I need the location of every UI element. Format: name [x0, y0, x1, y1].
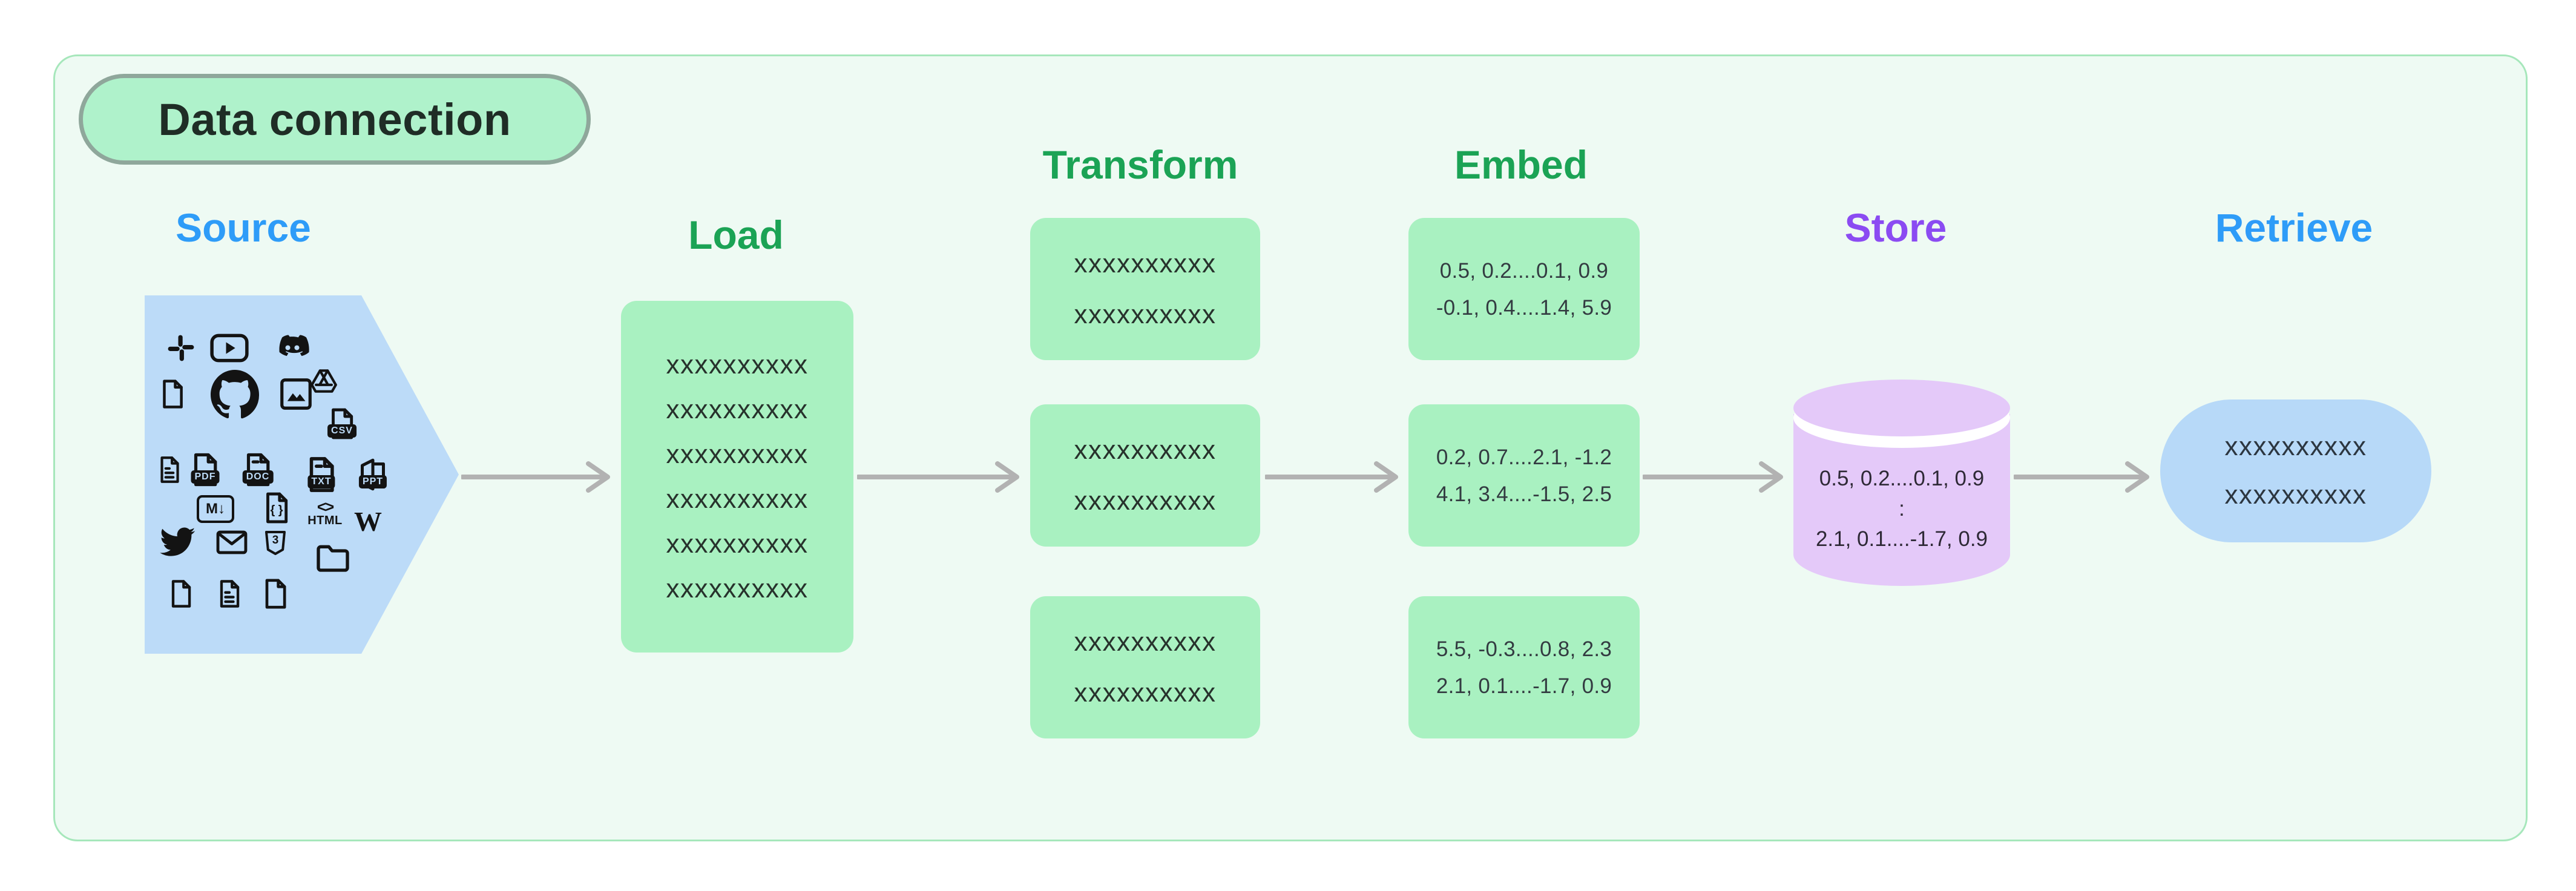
box-line: xxxxxxxxxx: [1074, 626, 1217, 657]
pdf-label: PDF: [191, 470, 220, 484]
cylinder-shape: [1793, 380, 2010, 586]
vector-db-cylinder: 0.5, 0.2....0.1, 0.9 : 2.1, 0.1....-1.7,…: [1793, 379, 2010, 588]
flow-arrow-source-to-load: [461, 456, 615, 498]
csv-label: CSV: [327, 424, 356, 438]
diagram-frame: [53, 54, 2528, 841]
stage-header-source: Source: [176, 205, 311, 250]
box-line: xxxxxxxxxx: [1074, 677, 1217, 708]
vector-line: 2.1, 0.1....-1.7, 0.9: [1815, 527, 1988, 551]
ppt-label: PPT: [358, 475, 387, 488]
twitter-icon: [158, 523, 197, 562]
flow-arrow-store-to-retrieve: [2014, 456, 2154, 498]
transform-box-2: xxxxxxxxxx xxxxxxxxxx: [1030, 404, 1260, 547]
load-box: xxxxxxxxxx xxxxxxxxxx xxxxxxxxxx xxxxxxx…: [621, 301, 853, 653]
flow-arrow-embed-to-store: [1643, 456, 1788, 498]
transform-box-1: xxxxxxxxxx xxxxxxxxxx: [1030, 218, 1260, 360]
file-text-icon: [154, 455, 185, 485]
box-line: xxxxxxxxxx: [666, 484, 809, 514]
box-line: xxxxxxxxxx: [2224, 480, 2367, 510]
stage-header-embed: Embed: [1454, 142, 1588, 187]
discord-icon: [273, 329, 312, 367]
transform-box-3: xxxxxxxxxx xxxxxxxxxx: [1030, 596, 1260, 738]
box-line: xxxxxxxxxx: [1074, 299, 1217, 329]
embed-box-3: 5.5, -0.3....0.8, 2.3 2.1, 0.1....-1.7, …: [1408, 596, 1640, 738]
vector-line: 0.5, 0.2....0.1, 0.9: [1439, 258, 1609, 283]
retrieve-box: xxxxxxxxxx xxxxxxxxxx: [2160, 399, 2431, 542]
doc-file-icon: DOC: [239, 451, 277, 488]
file-icon: [165, 578, 197, 610]
vector-line: 0.5, 0.2....0.1, 0.9: [1819, 467, 1985, 490]
data-connection-badge: Data connection: [79, 74, 591, 165]
ppt-file-icon: PPT: [355, 456, 391, 493]
folder-icon: [314, 539, 352, 577]
css3-icon: 3: [261, 527, 290, 559]
cylinder-content: 0.5, 0.2....0.1, 0.9 : 2.1, 0.1....-1.7,…: [1793, 464, 2010, 554]
vector-line: -0.1, 0.4....1.4, 5.9: [1436, 295, 1612, 320]
json-label: { }: [270, 504, 283, 518]
diagram-title: Data connection: [158, 94, 511, 145]
csv-file-icon: CSV: [324, 406, 360, 441]
html-label: HTML: [307, 514, 343, 527]
embed-box-2: 0.2, 0.7....2.1, -1.2 4.1, 3.4....-1.5, …: [1408, 404, 1640, 547]
slack-icon: [165, 332, 197, 364]
file-icon: [258, 577, 292, 611]
stage-header-transform: Transform: [1042, 142, 1238, 187]
txt-file-icon: TXT: [301, 455, 341, 495]
txt-label: TXT: [307, 475, 335, 488]
google-drive-icon: [309, 366, 339, 396]
box-line: xxxxxxxxxx: [666, 573, 809, 603]
box-line: xxxxxxxxxx: [1074, 248, 1217, 278]
stage-header-retrieve: Retrieve: [2215, 205, 2373, 250]
box-line: xxxxxxxxxx: [666, 349, 809, 380]
vector-line: 2.1, 0.1....-1.7, 0.9: [1436, 674, 1612, 698]
box-line: xxxxxxxxxx: [666, 394, 809, 424]
wikipedia-icon: W: [354, 505, 382, 537]
flow-arrow-load-to-transform: [857, 456, 1024, 498]
vector-line: 5.5, -0.3....0.8, 2.3: [1436, 637, 1612, 661]
stage-header-load: Load: [688, 212, 784, 257]
pdf-file-icon: PDF: [186, 451, 224, 488]
file-text-icon: [214, 578, 245, 610]
stage-header-store: Store: [1844, 205, 1947, 250]
json-file-icon: { }: [259, 490, 294, 525]
file-icon: [156, 378, 189, 410]
email-icon: [214, 525, 249, 560]
flow-arrow-transform-to-embed: [1265, 456, 1403, 498]
box-line: xxxxxxxxxx: [1074, 435, 1217, 465]
box-line: xxxxxxxxxx: [2224, 432, 2367, 461]
embed-box-1: 0.5, 0.2....0.1, 0.9 -0.1, 0.4....1.4, 5…: [1408, 218, 1640, 360]
markdown-label: M↓: [206, 501, 225, 517]
vector-line: 4.1, 3.4....-1.5, 2.5: [1436, 482, 1612, 506]
vector-ellipsis: :: [1899, 497, 1905, 521]
image-icon: [277, 375, 315, 413]
markdown-icon: M↓: [197, 495, 234, 523]
html-icon: <> HTML: [307, 494, 343, 531]
github-icon: [206, 365, 264, 423]
doc-label: DOC: [242, 470, 274, 484]
box-line: xxxxxxxxxx: [1074, 485, 1217, 516]
box-line: xxxxxxxxxx: [666, 528, 809, 559]
html-glyph: <>: [317, 498, 334, 516]
youtube-icon: [209, 333, 249, 363]
vector-line: 0.2, 0.7....2.1, -1.2: [1436, 445, 1612, 469]
box-line: xxxxxxxxxx: [666, 439, 809, 469]
css3-label: 3: [272, 534, 279, 547]
wikipedia-label: W: [354, 505, 382, 537]
